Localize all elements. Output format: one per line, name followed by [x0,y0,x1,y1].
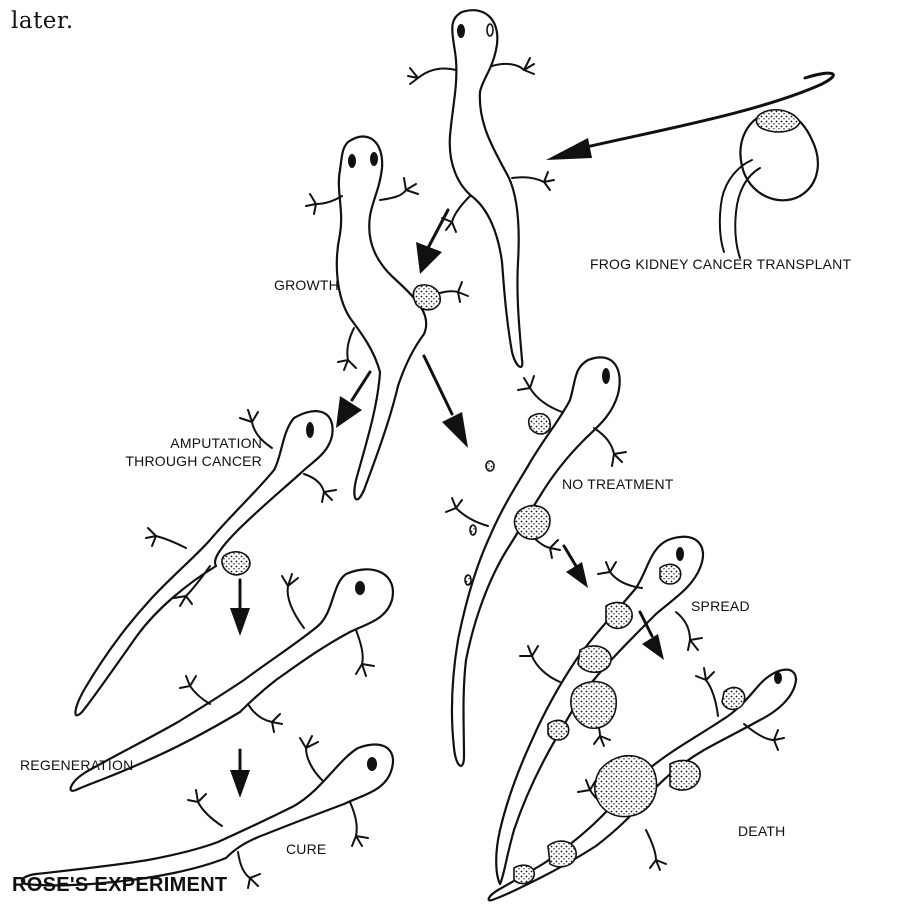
newt-growth [306,136,468,499]
frog-kidney [720,110,818,258]
arrow-host-to-growth [416,210,448,274]
newt-host [408,10,554,367]
arrow-growth-to-no-treatment [424,356,468,448]
figure-caption: ROSE'S EXPERIMENT [12,874,227,897]
label-death: DEATH [738,822,785,840]
arrow-amputation-to-regeneration [230,580,250,636]
label-amputation-line2: THROUGH CANCER [112,452,262,470]
label-growth: GROWTH [274,276,339,294]
arrow-growth-to-amputation [336,372,370,428]
label-no-treatment: NO TREATMENT [562,475,674,493]
newt-death [489,668,796,900]
label-regeneration: REGENERATION [20,756,133,774]
arrow-regeneration-to-cure [230,750,250,798]
label-cure: CURE [286,840,326,858]
label-transplant: FROG KIDNEY CANCER TRANSPLANT [590,255,851,273]
label-amputation: AMPUTATION THROUGH CANCER [112,434,262,470]
label-spread: SPREAD [691,597,750,615]
label-amputation-line1: AMPUTATION [112,434,262,452]
arrow-no-treatment-to-spread [564,546,588,588]
